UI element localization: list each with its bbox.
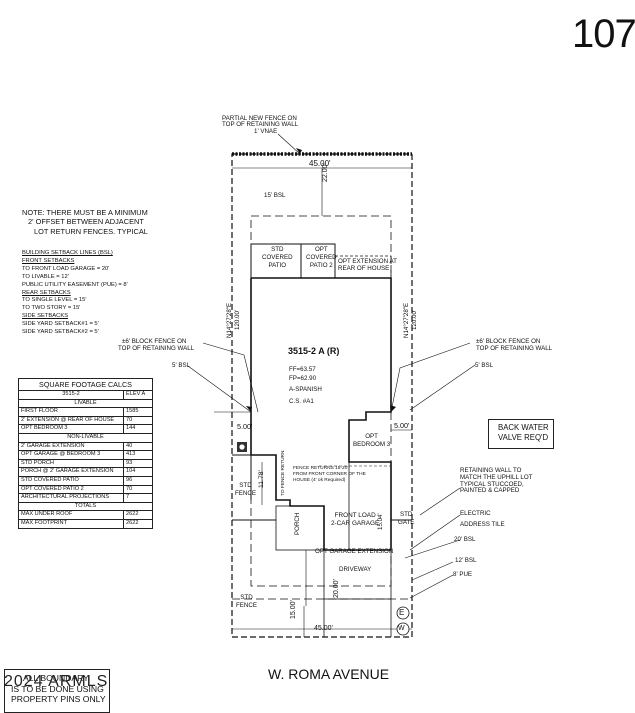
bearing-right: N14°27'28"E xyxy=(403,302,410,338)
setback-line-item: PUBLIC UTILITY EASEMENT (PUE) = 8' xyxy=(22,281,128,288)
offset-note: NOTE: THERE MUST BE A MINIMUM 2' OFFSET … xyxy=(22,208,148,236)
dim-11-78: 11.78' xyxy=(258,470,265,488)
bearing-left: N14°27'28"E xyxy=(226,302,233,338)
disclaimer-box: ALL BOUNDARY IS TO BE DONE USING PROPERT… xyxy=(4,669,110,713)
setback-line-item: SIDE YARD SETBACK#1 = 5' xyxy=(22,321,99,328)
setback-legend: BUILDING SETBACK LINES (BSL) FRONT SETBA… xyxy=(22,250,128,337)
street-name: W. ROMA AVENUE xyxy=(268,666,390,682)
setback-line-item: TO LIVABLE = 12' xyxy=(22,273,69,280)
electric-letter: E xyxy=(399,608,405,617)
dim-15-04: 15.04' xyxy=(377,513,384,530)
electric-symbol xyxy=(396,606,410,620)
address-tile-label: ADDRESS TILE xyxy=(460,521,505,528)
setback-line-item: TO FRONT LOAD GARAGE = 20' xyxy=(22,265,110,272)
porch-outline xyxy=(275,505,325,551)
water-letter: W xyxy=(398,625,405,632)
electric-label: ELECTRIC xyxy=(460,510,491,517)
dim-front: 45.00' xyxy=(314,625,333,632)
dim-20: 20.00' xyxy=(333,579,340,598)
setback-line-item: TO SINGLE LEVEL = 15' xyxy=(22,297,87,304)
bsl-12: 12' BSL xyxy=(455,557,477,564)
rear-bsl: 15' BSL xyxy=(264,192,286,199)
setback-line-item: FRONT SETBACKS xyxy=(22,257,75,264)
bsl-left: 5' BSL xyxy=(172,362,191,369)
driveway-outline xyxy=(323,549,392,600)
bsl-20: 20' BSL xyxy=(454,536,476,543)
setback-line-item: SIDE SETBACKS xyxy=(22,313,69,320)
dim-rear: 45.00' xyxy=(309,159,331,168)
fence-return-note: FENCE RETURNS 15-20'FROM FRONT CORNER OF… xyxy=(293,466,366,483)
porch-label: PORCH xyxy=(294,512,301,535)
partial-fence-label: PARTIAL NEW FENCE ON TOP OF RETAINING WA… xyxy=(222,115,299,135)
note-line: NOTE: THERE MUST BE A MINIMUM xyxy=(22,208,148,217)
plan-name: 3515-2 A (R) xyxy=(288,346,340,356)
dim-5-left: 5.00' xyxy=(237,422,253,431)
lot-boundary xyxy=(231,153,413,638)
armls-watermark: 2024 ARMLS xyxy=(4,673,109,690)
setback-line-item: SIDE YARD SETBACK#2 = 5' xyxy=(22,329,99,336)
water-symbol xyxy=(396,622,410,636)
pue-8: 8' PUE xyxy=(453,571,473,578)
note-line: 2' OFFSET BETWEEN ADJACENT xyxy=(28,217,144,227)
setback-line-item: REAR SETBACKS xyxy=(22,289,71,296)
house-outline xyxy=(250,277,392,551)
row-value: 2622 xyxy=(123,518,153,529)
fence-return-dim: TO FENCE RETURN xyxy=(281,450,286,496)
note-line: LOT RETURN FENCES. TYPICAL xyxy=(34,226,148,236)
opt-garage-extension: OPT GARAGE EXTENSION xyxy=(315,548,394,555)
table-title: SQUARE FOOTAGE CALCS xyxy=(18,378,153,391)
plan-details: FF=63.57 FP=62.90 A-SPANISH C.S. #A1 xyxy=(289,366,322,405)
length-right: 120.00' xyxy=(411,309,418,330)
dim-22: 22.00' xyxy=(322,163,329,182)
bsl-right: 5' BSL xyxy=(475,362,494,369)
dim-5-right: 5.00' xyxy=(394,421,410,430)
dim-15: 15.00' xyxy=(290,600,297,619)
driveway-label: DRIVEWAY xyxy=(339,566,372,573)
length-left: 120.00' xyxy=(234,309,241,330)
setback-heading: BUILDING SETBACK LINES (BSL) xyxy=(22,250,113,256)
setback-line-item: TO TWO STORY = 15' xyxy=(22,305,81,312)
sheet-number: 107 xyxy=(572,12,635,56)
